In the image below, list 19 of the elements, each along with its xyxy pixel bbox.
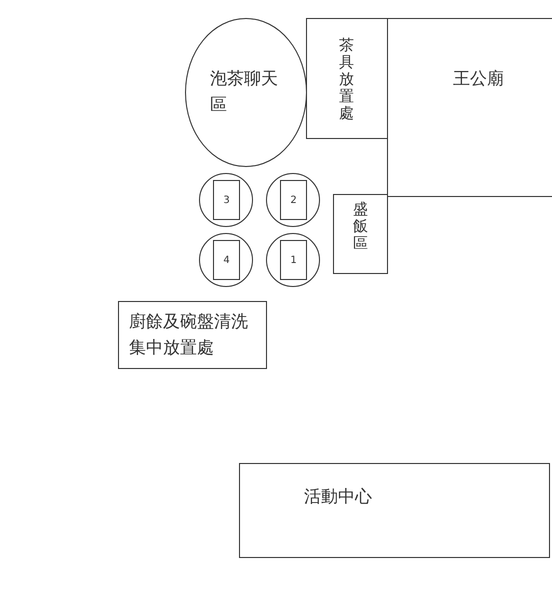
round-table xyxy=(199,173,253,227)
table-number: 4 xyxy=(213,240,240,280)
area-label: 盛飯區 xyxy=(353,201,369,252)
round-table xyxy=(199,233,253,287)
area-label: 茶具放置處 xyxy=(339,37,355,122)
round-table xyxy=(266,233,320,287)
rice-serving-box xyxy=(333,194,388,274)
area-label: 活動中心 xyxy=(304,486,372,509)
temple-building xyxy=(387,18,552,197)
activity-center-building xyxy=(239,463,550,558)
area-label: 廚餘及碗盤清洗集中放置處 xyxy=(129,311,249,360)
table-number: 3 xyxy=(213,180,240,220)
table-number: 2 xyxy=(280,180,307,220)
area-label: 王公廟 xyxy=(453,68,504,91)
waste-dish-station-box xyxy=(118,301,267,369)
area-label: 泡茶聊天區 xyxy=(210,68,279,117)
tea-set-storage-box xyxy=(306,18,388,139)
round-table xyxy=(266,173,320,227)
table-number: 1 xyxy=(280,240,307,280)
